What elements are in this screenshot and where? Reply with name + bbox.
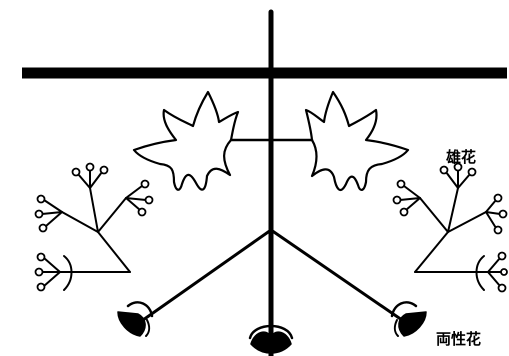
right-bisexual-flower — [392, 302, 426, 336]
left-leaf — [134, 92, 238, 190]
left-bisexual-flower — [118, 302, 152, 336]
male-flower-label: 雄花 — [446, 146, 476, 167]
right-male-inflorescence — [400, 170, 504, 290]
right-leaf — [306, 92, 408, 190]
bisexual-flower-label: 両性花 — [436, 328, 481, 349]
left-male-inflorescence — [42, 170, 146, 290]
right-lower-branch — [271, 230, 402, 320]
left-lower-branch — [143, 230, 271, 320]
